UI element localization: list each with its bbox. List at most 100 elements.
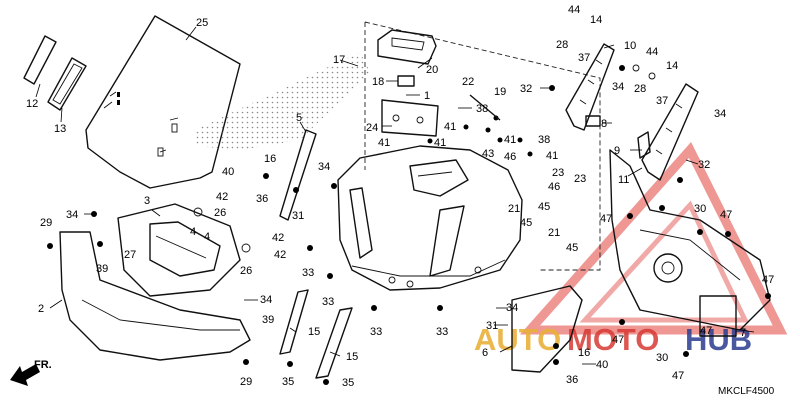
callout-14-a: 14 <box>590 14 602 26</box>
hardware-markers <box>47 64 771 385</box>
callout-33-d: 33 <box>436 326 448 338</box>
callout-42-b: 42 <box>272 232 284 244</box>
callout-27: 27 <box>124 249 136 261</box>
callout-44-b: 44 <box>646 46 658 58</box>
callout-42-a: 42 <box>216 191 228 203</box>
meter-panel-part <box>377 29 439 137</box>
callout-41-d: 41 <box>504 134 516 146</box>
callout-31-a: 31 <box>292 210 304 222</box>
callout-45-b: 45 <box>520 217 532 229</box>
watermark-text-hub: HUB <box>685 322 752 357</box>
callout-30-a: 30 <box>694 203 706 215</box>
callout-19: 19 <box>494 86 506 98</box>
callout-16-a: 16 <box>264 153 276 165</box>
callout-47-a: 47 <box>600 213 612 225</box>
callout-23-b: 23 <box>574 173 586 185</box>
callout-47-c: 47 <box>762 274 774 286</box>
callout-35-a: 35 <box>282 376 294 388</box>
front-direction-label: FR. <box>34 359 52 371</box>
callout-34-e: 34 <box>260 294 272 306</box>
windscreen-part <box>85 15 241 189</box>
lower-right-fairing-part <box>609 149 771 337</box>
trim-strip-parts <box>279 289 353 379</box>
callout-42-c: 42 <box>274 249 286 261</box>
fasteners-center <box>427 94 533 157</box>
callout-47-f: 47 <box>700 325 712 337</box>
diagram-code: MKCLF4500 <box>718 386 775 397</box>
callout-47-e: 47 <box>672 370 684 382</box>
callout-41-c: 41 <box>434 137 446 149</box>
callout-11: 11 <box>618 174 629 186</box>
callout-36-b: 36 <box>566 374 578 386</box>
callout-45-c: 45 <box>566 242 578 254</box>
callout-47-d: 47 <box>612 334 624 346</box>
watermark-text-auto: AUTO <box>474 322 561 357</box>
callout-31-b: 31 <box>486 320 498 332</box>
callout-21-a: 21 <box>508 203 520 215</box>
callout-12: 12 <box>26 98 38 110</box>
callout-34-c: 34 <box>318 161 330 173</box>
callout-41-b: 41 <box>378 137 390 149</box>
callout-28-a: 28 <box>556 39 568 51</box>
callout-8: 8 <box>601 118 607 130</box>
callout-34-d: 34 <box>66 209 78 221</box>
callout-15-b: 15 <box>346 351 358 363</box>
callout-17: 17 <box>333 54 345 66</box>
callout-13: 13 <box>54 123 66 135</box>
callout-5: 5 <box>296 112 302 124</box>
top-fairing-part <box>337 145 523 291</box>
callout-44-a: 44 <box>568 4 580 16</box>
callout-16-b: 16 <box>578 347 590 359</box>
callout-22: 22 <box>462 76 474 88</box>
callout-25: 25 <box>196 17 208 29</box>
watermark-logo: AUTO MOTO HUB <box>474 142 788 357</box>
callout-38-a: 38 <box>476 103 488 115</box>
callout-3: 3 <box>144 195 150 207</box>
callout-39-b: 39 <box>262 314 274 326</box>
callout-34-b: 34 <box>714 108 726 120</box>
callout-6: 6 <box>482 347 488 359</box>
callout-21-b: 21 <box>548 227 560 239</box>
callout-46-a: 46 <box>504 151 516 163</box>
callout-37-a: 37 <box>578 52 590 64</box>
callout-32-b: 32 <box>698 159 710 171</box>
callout-32-a: 32 <box>520 83 532 95</box>
callout-37-b: 37 <box>656 95 668 107</box>
callout-7: 7 <box>740 327 746 339</box>
assembly-boundary <box>364 21 601 271</box>
callout-40-a: 40 <box>222 166 234 178</box>
callout-numbers: 25 12 13 17 20 18 1 22 19 38 41 24 41 41… <box>26 4 774 389</box>
callout-43: 43 <box>482 148 494 160</box>
callout-26-b: 26 <box>240 265 252 277</box>
callout-15-a: 15 <box>308 326 320 338</box>
callout-4-b: 4 <box>204 231 210 243</box>
callout-4-a: 4 <box>190 226 196 238</box>
callout-33-b: 33 <box>322 296 334 308</box>
side-bracket-parts <box>565 43 699 181</box>
watermark-triangle-icon <box>519 142 788 335</box>
windscreen-shading <box>195 52 370 150</box>
callout-20: 20 <box>426 64 438 76</box>
callout-41-e: 41 <box>546 150 558 162</box>
callout-36-a: 36 <box>256 193 268 205</box>
callout-45-a: 45 <box>538 201 550 213</box>
left-cowl-part <box>59 203 251 361</box>
leader-lines <box>35 26 755 365</box>
callout-35-b: 35 <box>342 377 354 389</box>
callout-10: 10 <box>624 40 636 52</box>
callout-39-a: 39 <box>96 263 108 275</box>
callout-33-a: 33 <box>302 267 314 279</box>
callout-38-b: 38 <box>538 134 550 146</box>
callout-40-b: 40 <box>596 359 608 371</box>
front-direction-arrow-icon: FR. <box>10 359 52 386</box>
inner-panel-part <box>511 285 583 373</box>
callout-34-a: 34 <box>612 81 624 93</box>
callout-24: 24 <box>366 122 378 134</box>
callout-2: 2 <box>38 303 44 315</box>
watermark-text-moto: MOTO <box>567 322 659 357</box>
callout-29-b: 29 <box>240 376 252 388</box>
callout-34-f: 34 <box>506 302 518 314</box>
callout-41-a: 41 <box>444 121 456 133</box>
pillar-strip-part <box>279 129 317 221</box>
